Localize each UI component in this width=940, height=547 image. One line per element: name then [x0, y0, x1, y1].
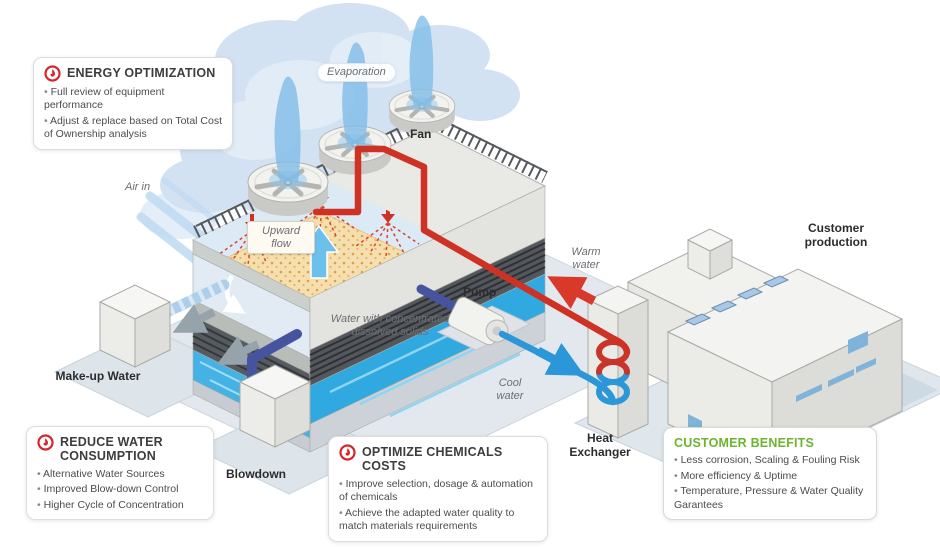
bullet-item: Temperature, Pressure & Water Quality Ga… — [674, 485, 866, 512]
label-fan: Fan — [410, 127, 432, 141]
warm-water-pipe — [312, 145, 631, 356]
callout-customer-benefits: CUSTOMER BENEFITS Less corrosion, Scalin… — [663, 427, 877, 521]
callout-title: OPTIMIZE CHEMICALS COSTS — [362, 445, 503, 474]
callout-optimize-chemicals: OPTIMIZE CHEMICALS COSTS Improve selecti… — [328, 436, 548, 542]
callout-title: REDUCE WATER CONSUMPTION — [60, 435, 163, 464]
label-concentrated-water: Water with concentrated dissolved solids — [330, 313, 450, 338]
label-air-in: Air in — [125, 181, 151, 193]
bullet-item: Full review of equipment performance — [44, 86, 222, 113]
label-heat-exchanger: Heat Exchanger — [569, 431, 631, 459]
flame-circle-icon — [339, 444, 356, 461]
label-cool-water: Cool water — [496, 377, 524, 402]
bullet-item: Alternative Water Sources — [37, 468, 203, 481]
skylight — [684, 275, 790, 326]
bullet-item: More efficiency & Uptime — [674, 470, 866, 483]
blowdown-cube — [238, 364, 312, 448]
label-makeup-water: Make-up Water — [55, 369, 141, 383]
pump-unit — [416, 284, 532, 351]
bullet-item: Higher Cycle of Concentration — [37, 499, 203, 512]
gray-flow-arrow — [172, 304, 260, 365]
callout-reduce-water: REDUCE WATER CONSUMPTION Alternative Wat… — [26, 426, 214, 521]
label-upward-flow: Upward flow — [247, 221, 315, 255]
callout-energy-optimization: ENERGY OPTIMIZATION Full review of equip… — [33, 57, 233, 150]
label-warm-water: Warm water — [571, 246, 601, 271]
cool-water-arrow — [535, 342, 585, 376]
label-evaporation: Evaporation — [317, 63, 396, 82]
flame-circle-icon — [37, 434, 54, 451]
warm-water-arrow — [547, 276, 597, 310]
bullet-item: Adjust & replace based on Total Cost of … — [44, 115, 222, 142]
label-customer-production: Customer production — [804, 221, 868, 249]
label-blowdown: Blowdown — [226, 467, 286, 481]
bullet-item: Achieve the adapted water quality to mat… — [339, 507, 537, 534]
makeup-water-cube — [98, 284, 172, 368]
bullet-item: Less corrosion, Scaling & Fouling Risk — [674, 454, 866, 467]
bullet-item: Improved Blow-down Control — [37, 483, 203, 496]
flame-circle-icon — [44, 65, 61, 82]
bullet-item: Improve selection, dosage & automation o… — [339, 478, 537, 505]
label-pump: Pump — [463, 285, 497, 299]
callout-title: CUSTOMER BENEFITS — [674, 436, 814, 450]
callout-title: ENERGY OPTIMIZATION — [67, 66, 216, 80]
